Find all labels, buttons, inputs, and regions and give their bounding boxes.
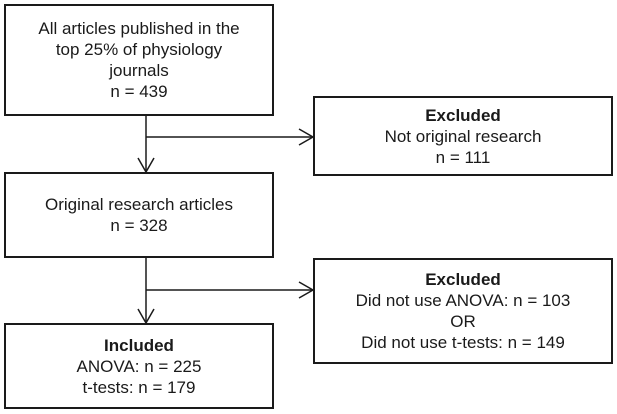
excluded-2-or: OR <box>450 312 476 331</box>
included-ttests: t-tests: n = 179 <box>82 377 196 397</box>
included-heading: Included <box>104 335 174 355</box>
excluded-2-anova: Did not use ANOVA: n = 103 <box>355 291 571 310</box>
start-count: n = 439 <box>110 82 168 101</box>
start-line-2: top 25% of physiology <box>55 40 223 59</box>
start-line-1: All articles published in the <box>38 19 240 38</box>
box-all-articles: All articles published in the top 25% of… <box>4 4 274 116</box>
box-included: Included ANOVA: n = 225 t-tests: n = 179 <box>4 323 274 409</box>
original-count: n = 328 <box>110 216 168 235</box>
original-label: Original research articles <box>44 195 233 214</box>
start-line-3: journals <box>109 61 169 80</box>
box-excluded-not-original: Excluded Not original research n = 111 <box>313 96 613 176</box>
excluded-2-ttests: Did not use t-tests: n = 149 <box>361 333 565 352</box>
excluded-1-reason: Not original research <box>384 126 542 146</box>
excluded-2-heading: Excluded <box>425 270 501 289</box>
box-excluded-methods: Excluded Did not use ANOVA: n = 103 OR D… <box>313 258 613 364</box>
box-original-research: Original research articles n = 328 <box>4 172 274 258</box>
included-anova: ANOVA: n = 225 <box>76 356 202 376</box>
excluded-1-heading: Excluded <box>425 105 501 125</box>
excluded-1-count: n = 111 <box>435 147 491 167</box>
